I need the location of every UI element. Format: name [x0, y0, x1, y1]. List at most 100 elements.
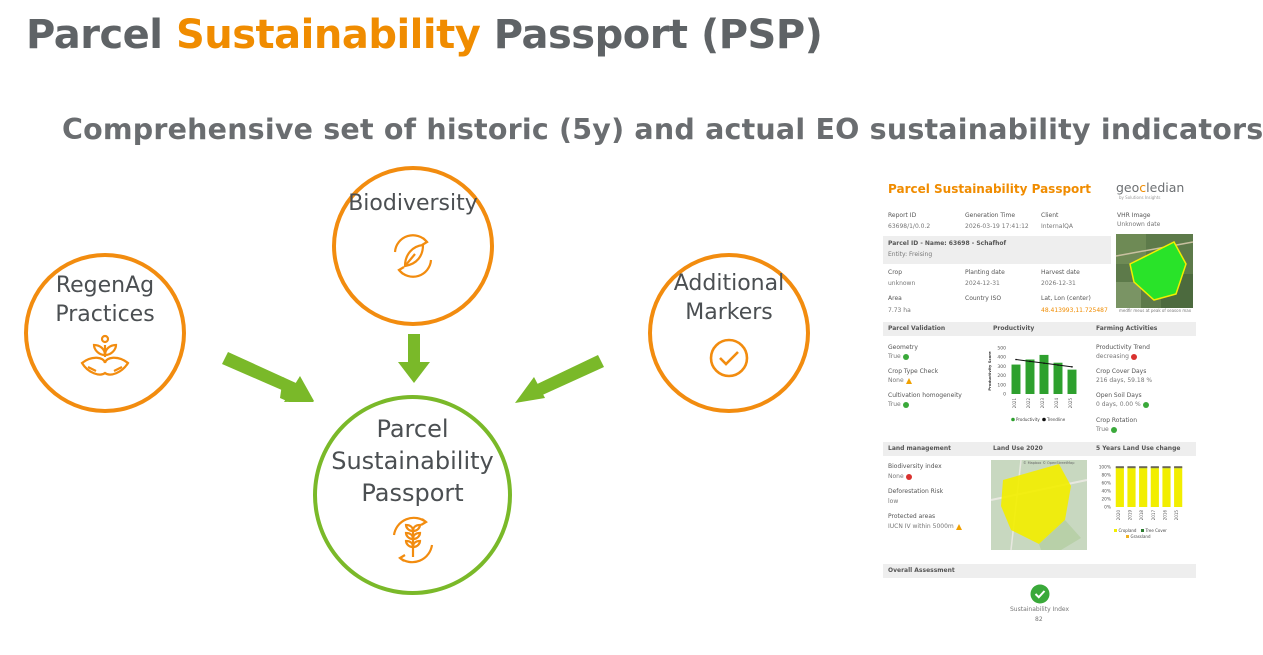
- harvest-label: Harvest date: [1041, 269, 1080, 276]
- page-title: Parcel Sustainability Passport (PSP): [26, 12, 823, 58]
- trendline-point: [1043, 362, 1045, 364]
- productivity-heading: Productivity: [993, 325, 1035, 332]
- parcel-band: [883, 236, 1111, 264]
- landuse-bar-cap: [1174, 466, 1183, 468]
- sprout-hands-icon: [78, 333, 132, 383]
- productivity-x-tick: 2024: [1054, 398, 1059, 409]
- landuse-bar-segment: [1115, 468, 1124, 507]
- land-heading: Land management: [888, 445, 951, 452]
- logo-subline: by Solutions Insights: [1119, 195, 1161, 200]
- productivity-y-axis-label: Productivity Score: [987, 351, 992, 391]
- landuse-x-tick: 2019: [1128, 510, 1133, 521]
- logo-part-3: ledian: [1146, 180, 1185, 195]
- biodiversity-node: Biodiversity: [332, 166, 494, 326]
- biodiversity-label: Biodiversity: [348, 190, 478, 216]
- error-icon: [905, 473, 912, 480]
- soil-label: Open Soil Days: [1096, 392, 1142, 399]
- report-id-label: Report ID: [888, 212, 917, 219]
- warning-icon: [955, 523, 962, 530]
- rotation-value: True: [1096, 426, 1117, 433]
- legend-treecover-label: Tree Cover: [1145, 528, 1168, 533]
- psp-label-2: Sustainability: [331, 447, 494, 475]
- landuse-y-tick: 0%: [1104, 505, 1111, 511]
- sustainability-index-value: 82: [1035, 616, 1043, 623]
- crop-label: Crop: [888, 269, 903, 276]
- croptype-value: None: [888, 377, 912, 384]
- additional-label-1: Additional: [673, 271, 785, 296]
- productivity-y-tick: 0: [1003, 392, 1006, 398]
- psp-node: Parcel Sustainability Passport: [313, 395, 512, 595]
- landuse-y-tick: 100%: [1099, 465, 1111, 471]
- cover-value: 216 days, 59.18 %: [1096, 377, 1153, 384]
- warning-icon: [905, 377, 912, 384]
- check-circle-icon: [706, 335, 752, 385]
- cultivation-label: Cultivation homogeneity: [888, 392, 962, 399]
- legend-productivity-label: Productivity: [1016, 417, 1040, 422]
- harvest-value: 2026-12-31: [1041, 280, 1076, 287]
- regenag-label-1: RegenAg: [55, 273, 155, 298]
- overall-check-icon: [1030, 584, 1050, 604]
- title-part2: Passport (PSP): [480, 12, 823, 58]
- section-band-overall: [883, 564, 1196, 578]
- map-credit: © Mapbox © OpenStreetMap: [1023, 461, 1075, 465]
- cultivation-text: True: [888, 401, 901, 408]
- productivity-y-tick: 200: [997, 373, 1006, 379]
- landuse-y-tick: 20%: [1101, 497, 1111, 503]
- leaf-cycle-icon: [385, 228, 441, 288]
- legend-grassland-swatch: [1126, 535, 1129, 538]
- landuse-bar-cap: [1162, 466, 1171, 468]
- landuse-bar-cap: [1139, 466, 1148, 468]
- landuse-bar-segment: [1127, 468, 1136, 507]
- sustainability-index-label: Sustainability Index: [1010, 606, 1070, 613]
- gen-time-value: 2026-03-19 17:41:12: [965, 223, 1029, 230]
- legend-grassland-label: Grassland: [1131, 534, 1151, 539]
- ok-icon: [1110, 426, 1117, 433]
- report-id-value: 63698/1/0.0.2: [888, 223, 931, 230]
- croptype-label: Crop Type Check: [888, 368, 939, 375]
- report-title: Parcel Sustainability Passport: [888, 182, 1091, 196]
- productivity-y-tick: 100: [997, 382, 1006, 388]
- landuse5y-heading: 5 Years Land Use change: [1096, 445, 1181, 452]
- parcel-name: Parcel ID - Name: 63698 - Schafhof: [888, 240, 1007, 247]
- productivity-y-tick: 300: [997, 364, 1006, 370]
- geometry-label: Geometry: [888, 344, 918, 351]
- wheat-cycle-icon: [386, 513, 440, 571]
- parcel-entity: Entity: Freising: [888, 251, 933, 258]
- ok-icon: [902, 353, 909, 360]
- title-part1: Parcel: [26, 12, 176, 58]
- vhr-label: VHR Image: [1117, 212, 1151, 219]
- trendline-point: [1015, 358, 1017, 361]
- farming-heading: Farming Activities: [1096, 325, 1158, 332]
- landuse-x-tick: 2016: [1163, 510, 1168, 521]
- bio-text: None: [888, 473, 904, 480]
- page-subtitle: Comprehensive set of historic (5y) and a…: [62, 113, 1263, 146]
- soil-value: 0 days, 0.00 %: [1096, 401, 1149, 408]
- trend-label: Productivity Trend: [1096, 344, 1150, 351]
- area-label: Area: [888, 295, 902, 302]
- productivity-bar: [1039, 354, 1049, 394]
- report-preview: Parcel Sustainability Passport geocledia…: [883, 178, 1196, 633]
- landuse-x-tick: 2015: [1174, 510, 1179, 521]
- vhr-value: Unknown date: [1117, 221, 1161, 228]
- gen-time-label: Generation Time: [965, 212, 1016, 219]
- landuse2020-heading: Land Use 2020: [993, 445, 1043, 452]
- client-label: Client: [1041, 212, 1059, 219]
- legend-cropland-label: Cropland: [1119, 528, 1137, 533]
- planting-value: 2024-12-31: [965, 280, 1000, 287]
- arrow-additional: [515, 355, 604, 403]
- landuse-map: [990, 459, 1088, 551]
- legend-trendline-label: Trendline: [1046, 417, 1066, 422]
- vhr-satellite-image: [1115, 234, 1194, 308]
- productivity-x-tick: 2021: [1012, 398, 1017, 409]
- crop-value: unknown: [888, 280, 916, 287]
- landuse-y-tick: 60%: [1101, 481, 1111, 487]
- error-icon: [1130, 353, 1137, 360]
- productivity-bar: [1067, 369, 1077, 394]
- arrow-regenag: [222, 352, 314, 402]
- latlon-value: 48.413993,11.725487: [1041, 307, 1108, 314]
- country-label: Country ISO: [965, 295, 1002, 302]
- trendline-point: [1057, 364, 1059, 366]
- landuse-bar-segment: [1150, 468, 1159, 507]
- ok-icon: [902, 401, 909, 408]
